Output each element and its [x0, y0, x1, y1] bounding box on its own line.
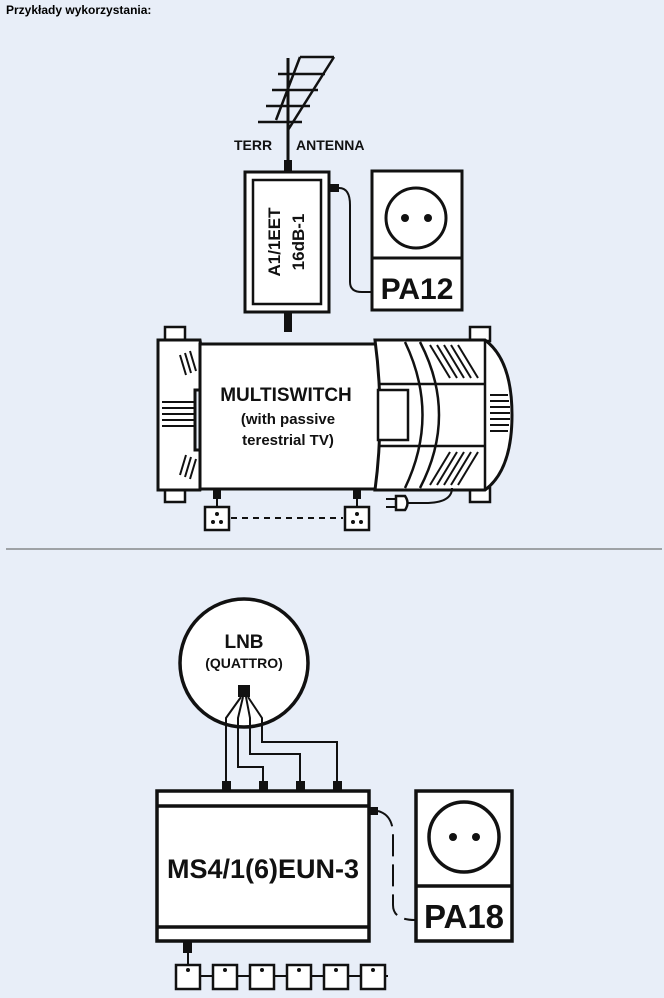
power-supply-pa12: PA12	[370, 169, 464, 312]
ms4-label: MS4/1(6)EUN-3	[167, 854, 359, 884]
multiswitch-passive: MULTISWITCH (with passive terestrial TV)	[156, 325, 514, 512]
multiswitch-sub1: (with passive	[241, 411, 335, 428]
outlet-4	[285, 963, 313, 991]
outlet-3	[248, 963, 276, 991]
pa18-label: PA18	[424, 898, 504, 935]
amplifier-a1-1eet: A1/1EET 16dB-1	[243, 170, 372, 332]
wall-socket-outlet-2	[343, 505, 371, 532]
lnb-sublabel: (QUATTRO)	[205, 655, 283, 671]
multiswitch-sub2: terestrial TV)	[242, 432, 334, 449]
lnb-quattro: LNB (QUATTRO)	[178, 597, 342, 791]
terrestrial-antenna: TERR ANTENNA	[234, 55, 364, 172]
antenna-label-antenna: ANTENNA	[296, 137, 364, 153]
multiswitch-label: MULTISWITCH	[220, 385, 352, 406]
amplifier-label-gain: 16dB-1	[289, 214, 308, 271]
outlet-6	[359, 963, 387, 991]
lnb-label: LNB	[224, 632, 263, 653]
outlet-2	[211, 963, 239, 991]
outlet-5	[322, 963, 350, 991]
subscriber-outlet-chain	[174, 963, 388, 991]
wall-socket-outlet-1	[203, 505, 231, 532]
amplifier-label-model: A1/1EET	[265, 207, 284, 277]
power-supply-pa18: PA18	[414, 789, 514, 943]
section-heading: Przykłady wykorzystania:	[6, 3, 152, 17]
antenna-label-terr: TERR	[234, 137, 272, 153]
pa12-label: PA12	[381, 273, 454, 306]
outlet-1	[174, 963, 202, 991]
multiswitch-ms4-1-6-eun-3: MS4/1(6)EUN-3	[155, 789, 416, 965]
